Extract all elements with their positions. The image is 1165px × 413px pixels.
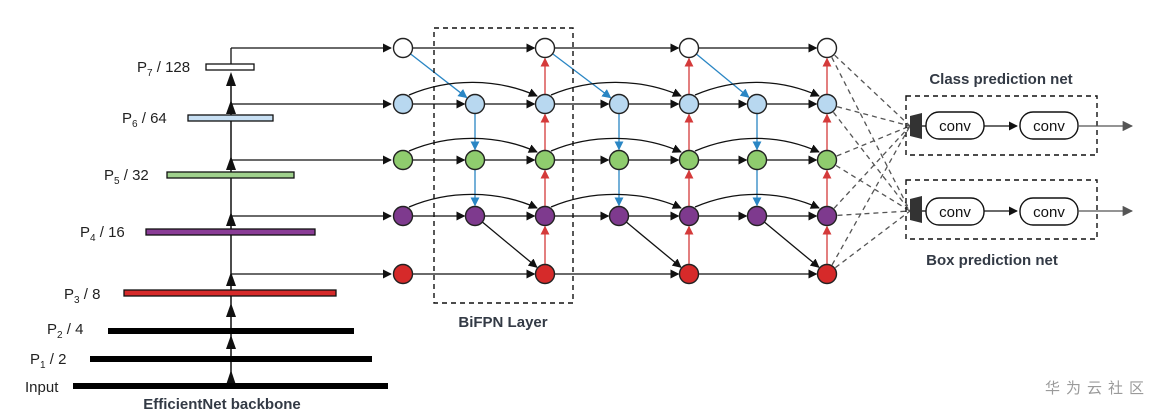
head-connection [833, 125, 911, 209]
p1-bar [90, 356, 372, 362]
p6-bar [187, 114, 274, 122]
bifpn-node [678, 93, 700, 115]
skip-connection [694, 193, 820, 209]
topdown-edge [695, 53, 750, 98]
diagonal-edge [763, 221, 820, 268]
diagonal-edge [481, 221, 538, 268]
bifpn-node [678, 37, 700, 59]
bifpn-node [678, 263, 700, 285]
backbone-caption: EfficientNet backbone [143, 396, 301, 413]
box-prediction-net: conv conv Box prediction net [905, 179, 1134, 269]
bifpn-node [534, 93, 556, 115]
bifpn-node [534, 149, 556, 171]
p3-label: P3 / 8 [64, 286, 100, 306]
input-label: Input [25, 379, 59, 396]
bifpn-td-node [746, 93, 768, 115]
skip-connection [694, 137, 820, 153]
skip-connection [550, 137, 682, 153]
bifpn-td-node [608, 93, 630, 115]
bifpn-td-node [746, 205, 768, 227]
bifpn-node [816, 93, 838, 115]
bifpn-node [534, 37, 556, 59]
bifpn-node [816, 263, 838, 285]
head-connection [836, 125, 911, 157]
head-connection [834, 210, 911, 269]
head-connection [836, 106, 911, 127]
backbone-feeds [230, 43, 392, 279]
p4-bar [145, 228, 316, 236]
p7-label: P7 / 128 [137, 59, 190, 79]
class-net-title: Class prediction net [929, 71, 1072, 88]
bifpn-node [392, 149, 414, 171]
class-conv-2-label: conv [1033, 118, 1065, 135]
bifpn-node [534, 263, 556, 285]
bifpn-node [678, 149, 700, 171]
watermark: 华为云社区 [1045, 379, 1150, 397]
head-connection [831, 57, 911, 212]
skip-connection [550, 193, 682, 209]
head-connection [831, 125, 911, 266]
skip-connection [694, 81, 820, 97]
p3-bar [123, 289, 337, 297]
class-prediction-net: Class prediction net conv conv [905, 71, 1134, 156]
skip-connection [550, 81, 682, 97]
p5-bar [166, 171, 295, 179]
skip-connection [408, 137, 538, 153]
bifpn-td-node [464, 205, 486, 227]
head-connection [835, 164, 911, 212]
bifpn-td-node [464, 93, 486, 115]
bifpn-node [816, 37, 838, 59]
skip-connection [408, 193, 538, 209]
backbone: P7 / 128 P6 / 64 P5 / 32 P4 / 16 P3 / 8 … [25, 59, 388, 413]
class-net-merge-icon [910, 113, 922, 139]
skip-connection [408, 81, 538, 97]
class-conv-1-label: conv [939, 118, 971, 135]
input-bar [73, 383, 388, 389]
head-connections [831, 54, 911, 269]
bifpn-td-node [746, 149, 768, 171]
bifpn-td-node [608, 149, 630, 171]
bifpn-node [392, 263, 414, 285]
spine-arrows [226, 72, 236, 385]
p2-bar [108, 328, 354, 334]
bifpn-node [534, 205, 556, 227]
bifpn-node [816, 205, 838, 227]
box-net-merge-icon [910, 196, 922, 223]
bifpn-node [392, 205, 414, 227]
bifpn-layer-label: BiFPN Layer [458, 314, 547, 331]
bifpn-node [816, 149, 838, 171]
topdown-edge [410, 53, 468, 99]
p1-label: P1 / 2 [30, 351, 66, 371]
p6-label: P6 / 64 [122, 110, 167, 130]
bifpn-td-node [464, 149, 486, 171]
box-net-box [905, 179, 1098, 240]
diagonal-edge [625, 221, 682, 268]
box-conv-2-label: conv [1033, 204, 1065, 221]
p2-label: P2 / 4 [47, 321, 83, 341]
bifpn-edges [408, 43, 832, 279]
box-conv-1-label: conv [939, 204, 971, 221]
head-connection [837, 210, 911, 217]
bifpn-node [392, 93, 414, 115]
p5-label: P5 / 32 [104, 167, 149, 187]
box-net-title: Box prediction net [926, 252, 1058, 269]
p7-bar [205, 63, 255, 71]
bifpn-nodes [392, 37, 838, 285]
bifpn-node [678, 205, 700, 227]
bifpn-node [392, 37, 414, 59]
bifpn-td-node [608, 205, 630, 227]
head-connection [832, 111, 911, 212]
p4-label: P4 / 16 [80, 224, 125, 244]
topdown-edge [552, 53, 612, 99]
